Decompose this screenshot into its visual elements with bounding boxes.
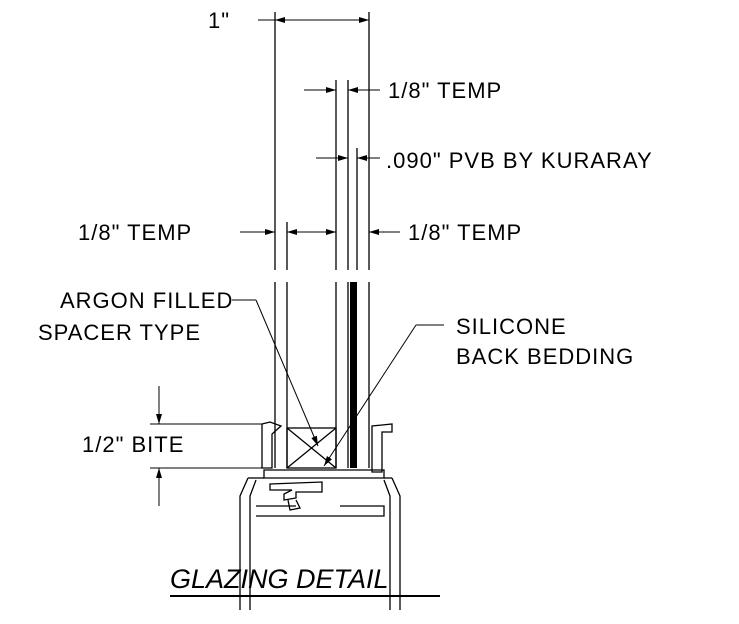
bite-dimension: 1/2" BITE (82, 386, 262, 506)
pvb-interlayer (350, 282, 357, 468)
bedding-leader: SILICONE BACK BEDDING (323, 314, 634, 467)
outer-lite-label: 1/8" TEMP (388, 78, 502, 103)
interlayer-dimension: .090" PVB BY KURARAY (316, 148, 653, 173)
overall-dimension: 1" (208, 8, 369, 33)
argon-spacer (286, 427, 337, 469)
overall-thickness-label: 1" (208, 8, 230, 33)
drawing-title: GLAZING DETAIL (170, 564, 440, 597)
bedding-label-line2: BACK BEDDING (456, 344, 634, 369)
spacer-leader: ARGON FILLED SPACER TYPE (38, 288, 319, 447)
title-text: GLAZING DETAIL (170, 564, 389, 594)
right-lite-label: 1/8" TEMP (408, 220, 522, 245)
inner-lites-dimension: 1/8" TEMP 1/8" TEMP (78, 220, 522, 245)
spacer-label-line1: ARGON FILLED (60, 288, 233, 313)
glass-lites (274, 12, 370, 468)
outer-lite-dimension: 1/8" TEMP (304, 78, 502, 103)
spacer-label-line2: SPACER TYPE (38, 320, 201, 345)
frame-profile (239, 421, 401, 610)
interlayer-label: .090" PVB BY KURARAY (386, 148, 653, 173)
bedding-label-line1: SILICONE (456, 314, 567, 339)
left-lite-label: 1/8" TEMP (78, 220, 192, 245)
bite-label: 1/2" BITE (82, 432, 184, 457)
